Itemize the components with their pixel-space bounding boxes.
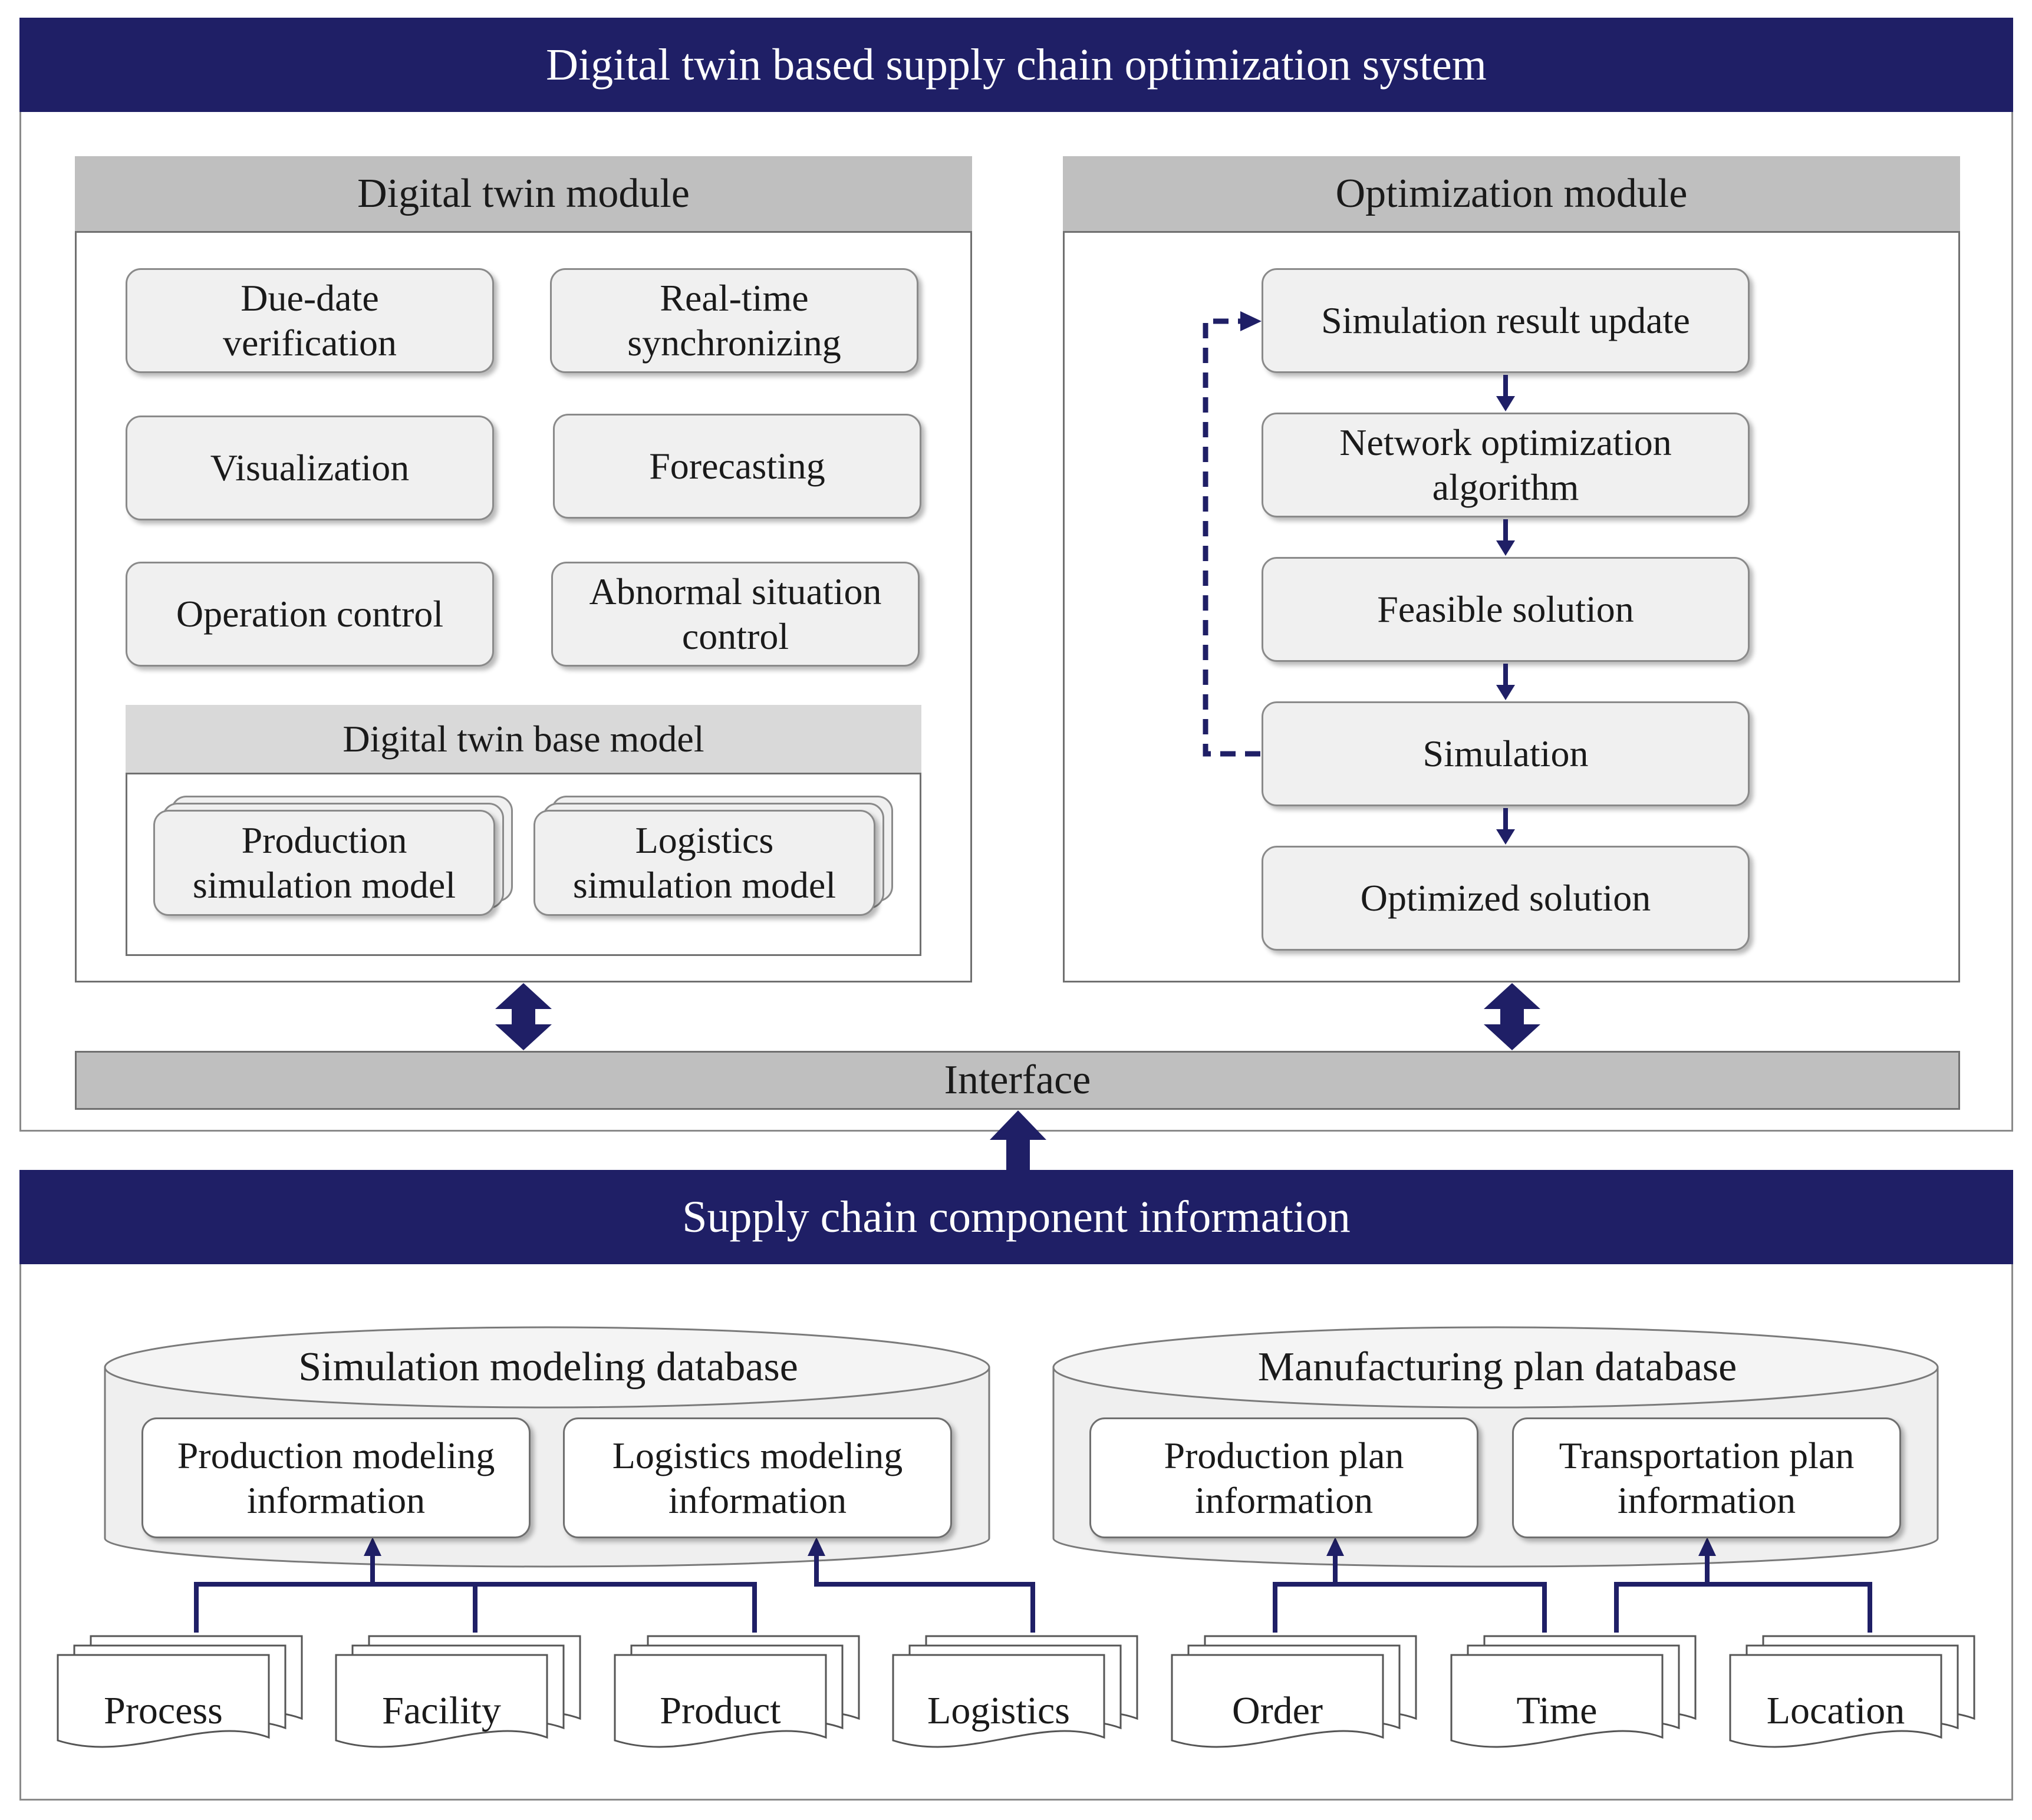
document-stack-product <box>614 1635 860 1748</box>
step-feasible-solution: Feasible solution <box>1262 557 1750 662</box>
function-forecasting: Forecasting <box>553 414 921 519</box>
document-stack-logistics <box>892 1635 1138 1748</box>
step-simulation-result-update: Simulation result update <box>1262 268 1750 373</box>
document-order: Order <box>1232 1689 1323 1732</box>
step-network-optimization-algorithm: Network optimization algorithm <box>1262 413 1750 517</box>
function-operation-control: Operation control <box>126 562 494 667</box>
production-simulation-model: Production simulation model <box>153 810 495 916</box>
interface-bar: Interface <box>75 1051 1960 1110</box>
logistics-modeling-information: Logistics modeling information <box>563 1417 952 1538</box>
document-location: Location <box>1766 1689 1905 1732</box>
system-title: Digital twin based supply chain optimiza… <box>19 18 2013 112</box>
document-stack-process <box>57 1635 303 1748</box>
simulation-modeling-database-title: Simulation modeling database <box>298 1344 798 1390</box>
supply-chain-to-interface-arrow <box>990 1110 1046 1171</box>
document-facility: Facility <box>382 1689 501 1732</box>
document-product: Product <box>660 1689 781 1732</box>
optimization-interface-arrow <box>1484 983 1540 1050</box>
function-visualization: Visualization <box>126 416 494 520</box>
document-process: Process <box>104 1689 223 1732</box>
document-connectors <box>194 1550 1872 1633</box>
optimization-module-title: Optimization module <box>1063 156 1960 233</box>
function-due-date-verification: Due-date verification <box>126 268 494 373</box>
document-logistics: Logistics <box>927 1689 1070 1732</box>
step-simulation: Simulation <box>1262 701 1750 806</box>
document-stack-time <box>1450 1635 1697 1748</box>
logistics-simulation-model: Logistics simulation model <box>533 810 875 916</box>
document-stacks <box>57 1635 1975 1748</box>
document-stack-facility <box>335 1635 581 1748</box>
optimization-flow-arrows <box>1496 375 1515 845</box>
document-time: Time <box>1516 1689 1598 1732</box>
digital-twin-interface-arrow <box>495 983 552 1050</box>
step-optimized-solution: Optimized solution <box>1262 846 1750 951</box>
function-real-time-synchronizing: Real-time synchronizing <box>550 268 918 373</box>
digital-twin-module-title: Digital twin module <box>75 156 972 233</box>
supply-chain-title: Supply chain component information <box>19 1170 2013 1264</box>
connector-arrowheads <box>364 1537 1716 1556</box>
document-stack-order <box>1171 1635 1417 1748</box>
production-plan-information: Production plan information <box>1089 1417 1478 1538</box>
feedback-loop-arrow <box>1203 311 1262 757</box>
document-stack-location <box>1729 1635 1975 1748</box>
production-modeling-information: Production modeling information <box>141 1417 531 1538</box>
function-abnormal-situation-control: Abnormal situation control <box>551 562 920 667</box>
manufacturing-plan-database-title: Manufacturing plan database <box>1257 1344 1737 1390</box>
transportation-plan-information: Transportation plan information <box>1512 1417 1901 1538</box>
base-model-title: Digital twin base model <box>126 705 921 774</box>
